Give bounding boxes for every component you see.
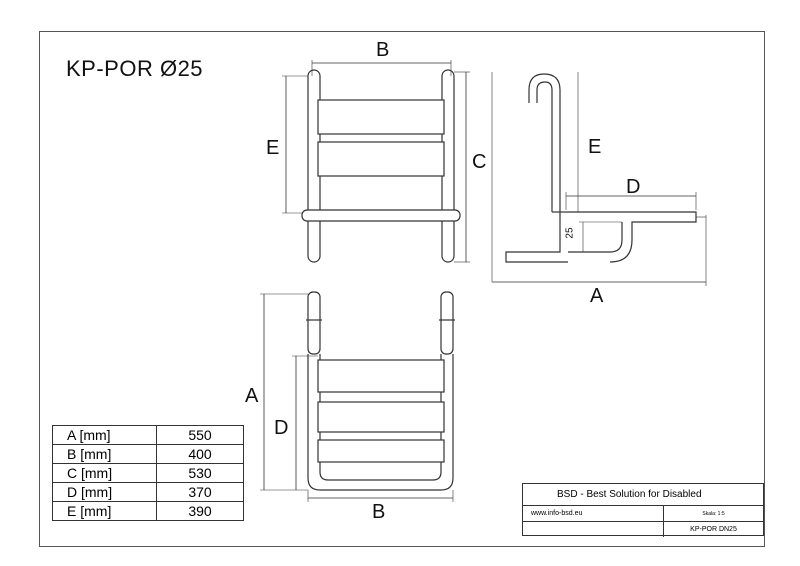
dim-name: A [mm] (52, 425, 157, 445)
dim-label-c: C (472, 151, 487, 173)
dim-label-e-side: E (588, 136, 602, 158)
dim-value: 370 (156, 482, 244, 502)
dim-name: C [mm] (52, 463, 157, 483)
dim-label-b-bottom: B (372, 501, 386, 523)
dim-label-d-bottom: D (274, 417, 289, 439)
front-view-top (282, 60, 470, 263)
dim-name: E [mm] (52, 501, 157, 521)
dim-value: 390 (156, 501, 244, 521)
title-block-row: KP-POR DN25 (523, 522, 763, 537)
dim-label-a-bottom: A (245, 385, 259, 407)
side-view (491, 72, 707, 286)
title-block-row: www.info-bsd.eu Skala: 1:5 (523, 506, 763, 522)
table-row: D [mm] 370 (52, 482, 244, 502)
dim-label-25: 25 (564, 227, 576, 239)
dim-value: 550 (156, 425, 244, 445)
website: www.info-bsd.eu (523, 506, 664, 521)
table-row: A [mm] 550 (52, 425, 244, 445)
dim-label-e-front: E (266, 137, 280, 159)
title-block-empty (523, 522, 664, 537)
company-name: BSD - Best Solution for Disabled (523, 484, 763, 506)
dim-name: D [mm] (52, 482, 157, 502)
part-number: KP-POR DN25 (690, 526, 737, 533)
drawing-frame (39, 31, 765, 547)
dim-label-d-side: D (626, 176, 641, 198)
title-block: BSD - Best Solution for Disabled www.inf… (522, 483, 764, 537)
scale: Skala: 1:5 (702, 510, 725, 517)
dim-value: 530 (156, 463, 244, 483)
drawing-title: KP-POR Ø25 (66, 56, 204, 81)
dim-name: B [mm] (52, 444, 157, 464)
dim-label-b-top: B (376, 39, 390, 61)
dim-value: 400 (156, 444, 244, 464)
table-row: E [mm] 390 (52, 501, 244, 521)
table-row: B [mm] 400 (52, 444, 244, 464)
front-view-bottom (260, 291, 455, 502)
dim-label-a-side: A (590, 285, 604, 307)
dimensions-table: A [mm] 550 B [mm] 400 C [mm] 530 D [mm] … (52, 425, 244, 521)
table-row: C [mm] 530 (52, 463, 244, 483)
